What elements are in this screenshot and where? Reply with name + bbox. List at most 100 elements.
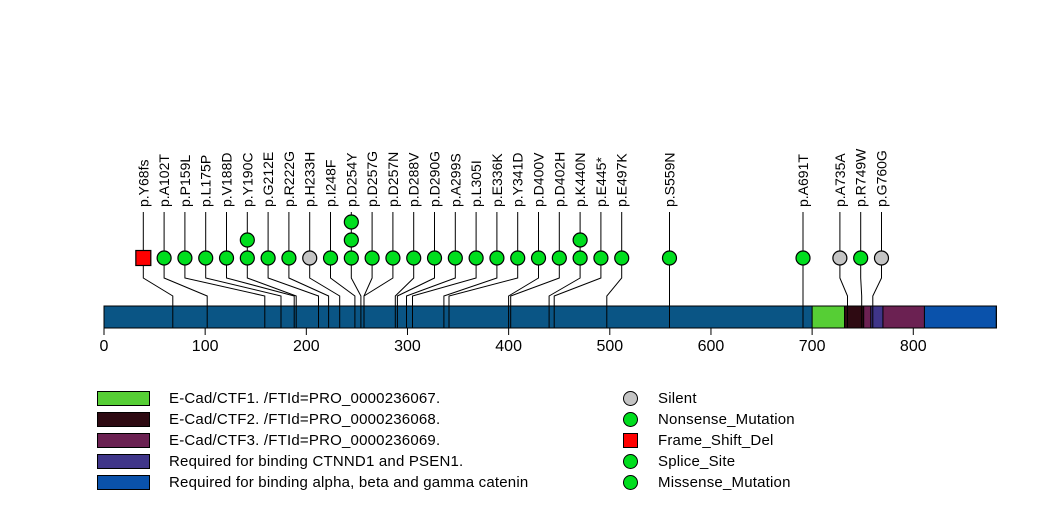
- lollipop-head: [614, 250, 630, 266]
- legend-row: Splice_Site: [622, 451, 795, 472]
- lollipop-stem: [606, 212, 623, 328]
- mutation-label: p.D254Y: [343, 152, 359, 207]
- lollipop-stem: [394, 212, 415, 328]
- axis-tick-label: 500: [596, 338, 623, 355]
- lollipop-stem: [309, 212, 341, 328]
- mutation-label: p.D290G: [427, 151, 443, 207]
- axis-tick-label: 100: [192, 338, 219, 355]
- lollipop-stem: [163, 212, 208, 328]
- lollipop-head: [593, 250, 609, 266]
- mutation-label: p.G212E: [260, 152, 276, 207]
- missense-marker-icon: [623, 475, 638, 490]
- legend-row: E-Cad/CTF1. /FTId=PRO_0000236067.: [97, 388, 528, 409]
- legend-row: Silent: [622, 388, 795, 409]
- mutation-label: p.R222G: [281, 151, 297, 207]
- legend-row: E-Cad/CTF3. /FTId=PRO_0000236069.: [97, 430, 528, 451]
- silent-marker-icon: [623, 391, 638, 406]
- legend-row: E-Cad/CTF2. /FTId=PRO_0000236068.: [97, 409, 528, 430]
- mutation-label: p.H233H: [302, 152, 318, 207]
- lollipop-stem: [184, 212, 266, 328]
- mutation-label: p.P159L: [177, 155, 193, 207]
- axis-tick-label: 600: [698, 338, 725, 355]
- lollipop-head: [468, 250, 484, 266]
- domain-swatch-icon: [97, 391, 150, 406]
- lollipop-head: [447, 250, 463, 266]
- lollipop-head: [322, 250, 339, 266]
- legend-row: Nonsense_Mutation: [622, 409, 795, 430]
- lollipop-stem: [412, 212, 477, 328]
- domain-swatch-icon: [97, 454, 150, 469]
- mutation-type-legend: Silent Nonsense_Mutation Frame_Shift_Del…: [622, 388, 795, 493]
- mutation-label: p.L175P: [198, 155, 214, 207]
- lollipop-head: [364, 250, 380, 266]
- mutation-label: p.A735A: [832, 153, 848, 207]
- lollipop-head: [239, 232, 255, 248]
- mutation-label: p.R749W: [853, 148, 869, 207]
- lollipop-head: [572, 250, 588, 266]
- mutation-label: p.Y68fs: [135, 160, 151, 207]
- lollipop-stem: [448, 212, 519, 328]
- lollipop-head: [873, 250, 890, 266]
- lollipop-stem: [860, 212, 863, 328]
- lollipop-stem: [205, 212, 282, 328]
- domain-legend: E-Cad/CTF1. /FTId=PRO_0000236067. E-Cad/…: [97, 388, 528, 493]
- lollipop-head: [572, 232, 588, 248]
- nonsense-marker-icon: [623, 412, 638, 427]
- frameshift-marker-icon: [623, 433, 638, 448]
- lollipop-head: [302, 250, 318, 266]
- legend-row: Missense_Mutation: [622, 472, 795, 493]
- lollipop-head: [177, 250, 193, 266]
- domain-legend-label: Required for binding CTNND1 and PSEN1.: [169, 453, 464, 470]
- lollipop-head-square: [135, 249, 152, 267]
- mutation-type-label: Splice_Site: [658, 453, 736, 470]
- mutation-label: p.D288V: [406, 152, 422, 207]
- mutation-label: p.L305I: [468, 160, 484, 207]
- mutation-label: p.I248F: [323, 160, 339, 207]
- lollipop-head: [426, 250, 443, 266]
- lollipop-stem: [872, 212, 882, 328]
- domain-swatch-icon: [97, 412, 150, 427]
- lollipop-stem: [288, 212, 330, 328]
- legend-row: Required for binding CTNND1 and PSEN1.: [97, 451, 528, 472]
- domain-legend-label: Required for binding alpha, beta and gam…: [169, 474, 529, 491]
- mutation-label: p.D400V: [531, 152, 547, 207]
- lollipop-head: [530, 250, 547, 266]
- lollipop-head: [343, 250, 359, 266]
- lollipop-head: [795, 250, 811, 266]
- mutation-label: p.Y190C: [239, 153, 255, 207]
- lollipop-head: [551, 250, 567, 266]
- mutation-label: p.S559N: [662, 153, 678, 207]
- lollipop-head: [343, 232, 359, 248]
- domain-segment-3: [870, 305, 884, 329]
- axis-tick-label: 800: [900, 338, 927, 355]
- lollipop-head: [239, 250, 255, 266]
- mutation-label: p.Y341D: [510, 153, 526, 207]
- mutation-type-label: Missense_Mutation: [658, 474, 791, 491]
- lollipop-head: [832, 250, 848, 266]
- splice-site-marker-icon: [623, 454, 638, 469]
- axis-tick-label: 200: [293, 338, 320, 355]
- mutation-label: p.A691T: [795, 154, 811, 207]
- mutation-label: p.D257G: [364, 151, 380, 207]
- mutation-label: p.D402H: [551, 152, 567, 207]
- axis-tick-label: 0: [100, 338, 109, 355]
- lollipop-head: [343, 214, 359, 230]
- lollipop-stem: [330, 212, 356, 328]
- axis-tick-label: 400: [495, 338, 522, 355]
- domain-legend-label: E-Cad/CTF3. /FTId=PRO_0000236069.: [169, 432, 441, 449]
- lollipop-head: [385, 250, 401, 266]
- mutation-label: p.D257N: [385, 152, 401, 207]
- lollipop-head: [661, 250, 678, 266]
- domain-segment-4: [923, 305, 997, 329]
- domain-swatch-icon: [97, 433, 150, 448]
- mutation-label: p.E445*: [593, 157, 609, 207]
- lollipop-stem: [142, 212, 174, 328]
- mutation-type-label: Silent: [658, 390, 697, 407]
- lollipop-head: [260, 250, 276, 266]
- lollipop-head: [156, 250, 172, 266]
- lollipop-stem: [363, 212, 394, 328]
- mutation-label: p.V188D: [219, 153, 235, 207]
- lollipop-stem: [553, 212, 602, 328]
- lollipop-stem: [226, 212, 295, 328]
